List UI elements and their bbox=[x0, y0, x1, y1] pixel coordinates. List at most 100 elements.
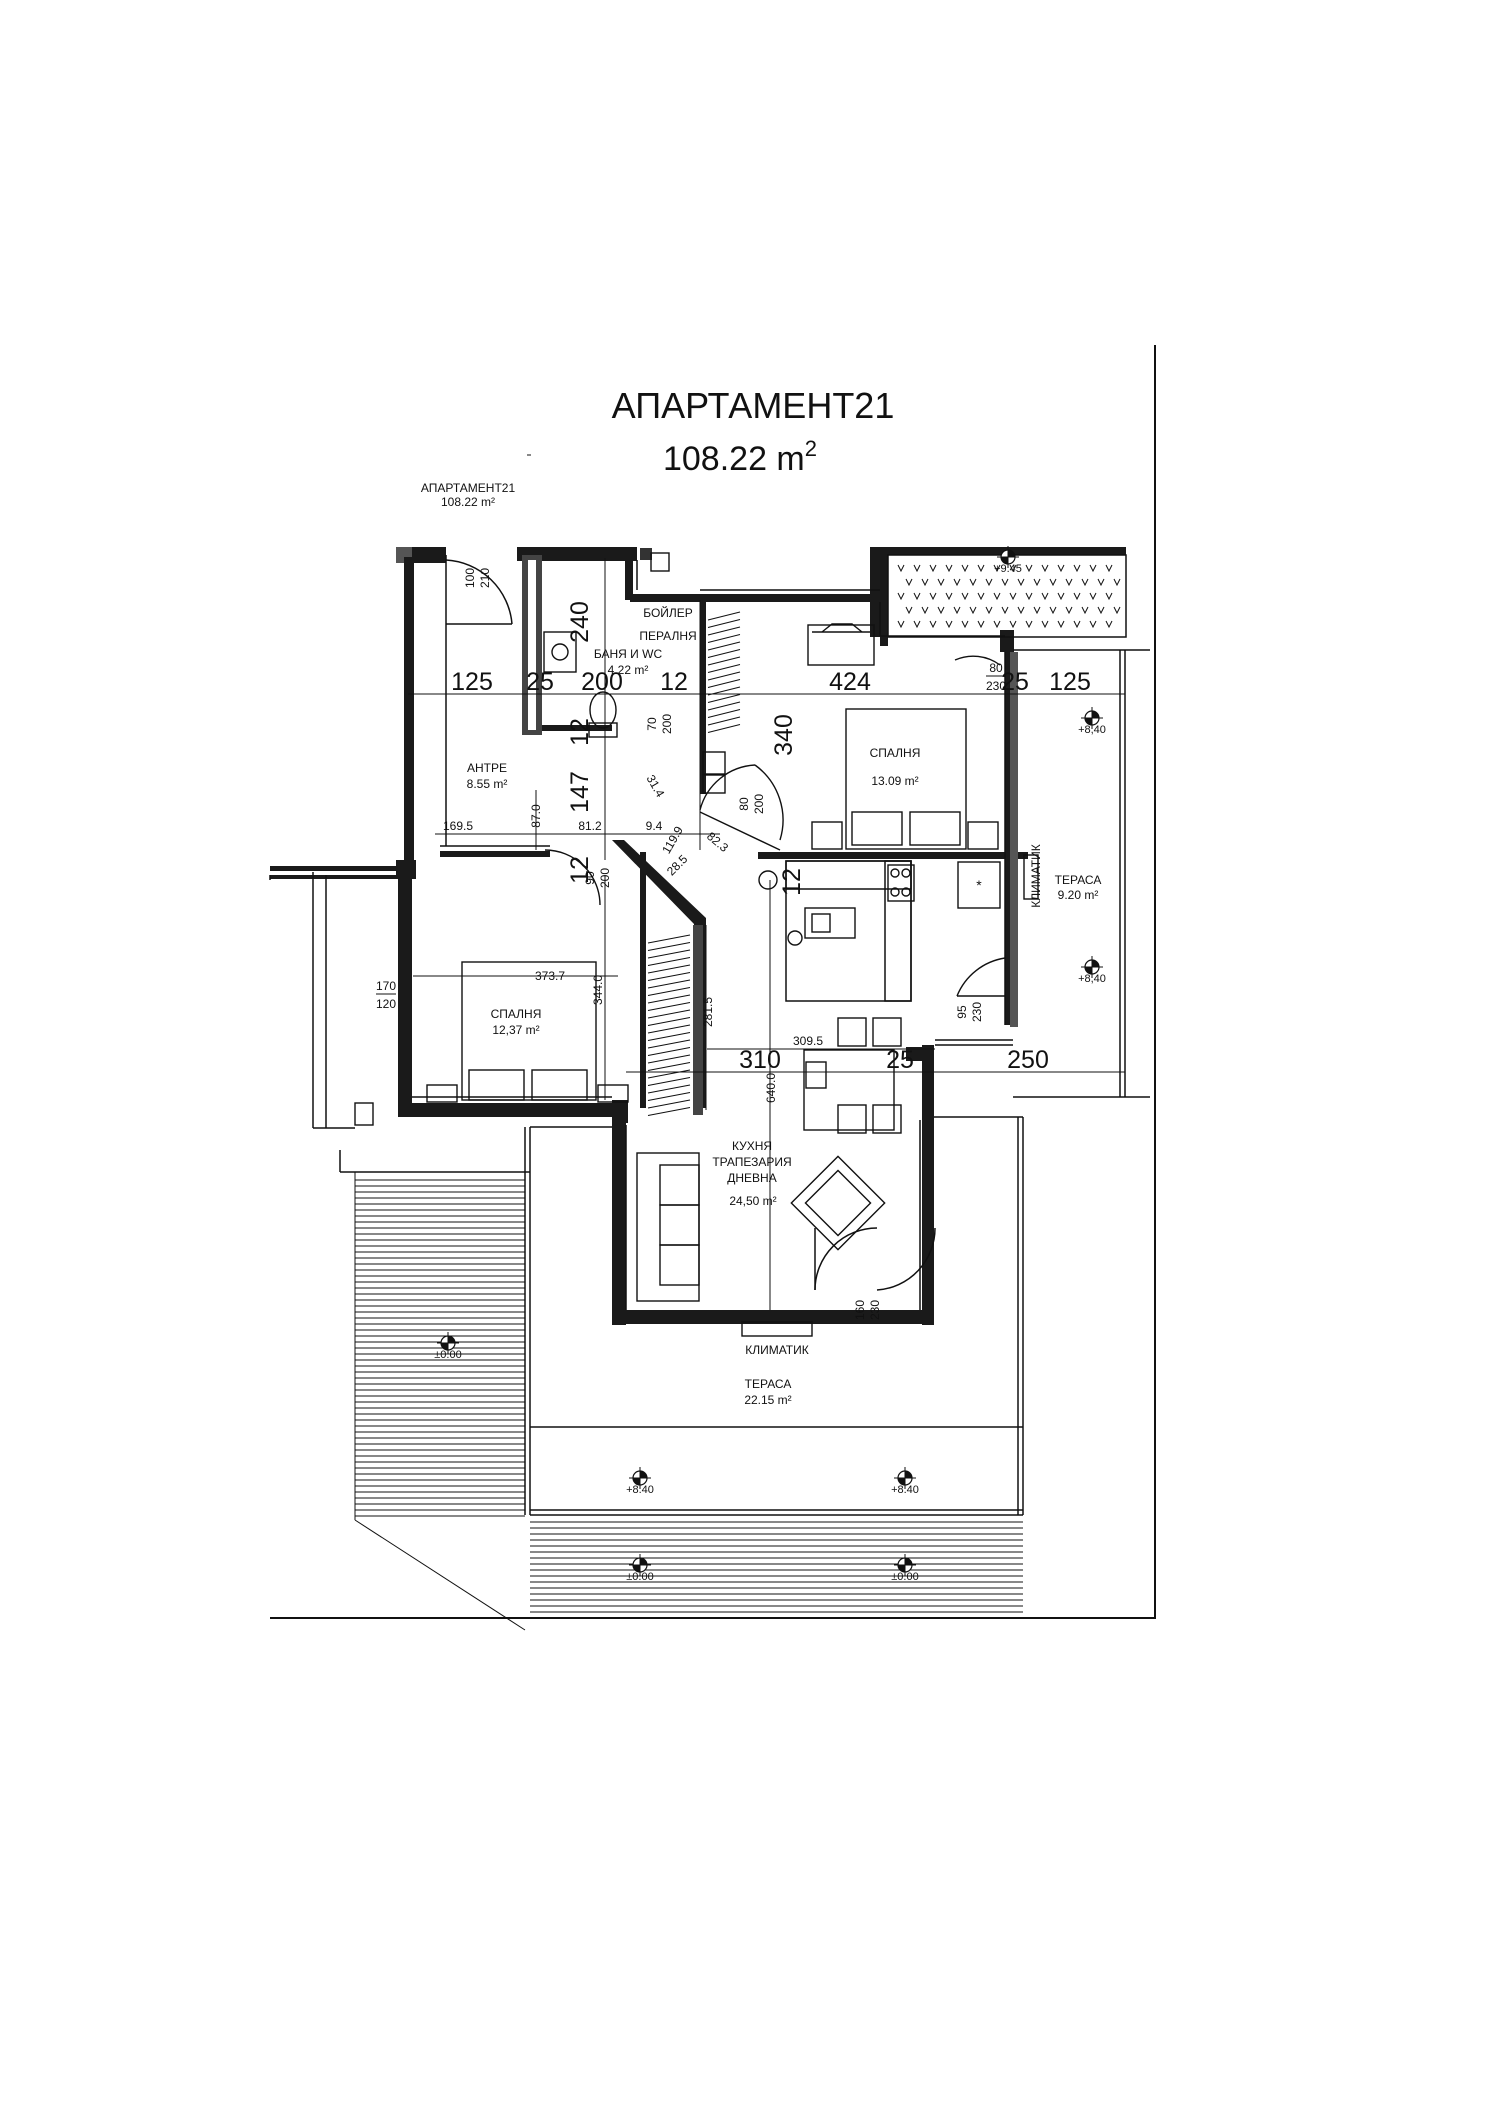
balcony-mark bbox=[897, 592, 905, 601]
balcony-mark bbox=[1033, 578, 1041, 587]
balcony-mark bbox=[937, 578, 945, 587]
room-hall-area: 8.55 m² bbox=[467, 777, 508, 791]
balcony-mark bbox=[953, 578, 961, 587]
opening-8-width: 160 bbox=[853, 1300, 867, 1320]
dim-147: 147 bbox=[566, 771, 594, 813]
desk bbox=[807, 623, 875, 666]
dim-250: 250 bbox=[1007, 1046, 1049, 1074]
balcony-mark bbox=[1009, 620, 1017, 629]
closet-hatch-line bbox=[647, 1009, 691, 1019]
balcony-mark bbox=[897, 620, 905, 629]
balcony-mark bbox=[985, 606, 993, 615]
room-terrace1-area: 9.20 m² bbox=[1058, 888, 1099, 902]
room-bedroom1-name: СПАЛНЯ bbox=[870, 746, 921, 760]
balcony-mark bbox=[1073, 620, 1081, 629]
closet-hatch-line bbox=[647, 1062, 691, 1071]
balcony-mark bbox=[913, 564, 921, 573]
dim-12-bath: 12 bbox=[566, 718, 594, 746]
ac-label-bottom: КЛИМАТИК bbox=[745, 1343, 809, 1357]
balcony-mark bbox=[961, 592, 969, 601]
balcony-mark bbox=[1041, 592, 1049, 601]
level-bottom-2: +8.40 bbox=[891, 1484, 919, 1496]
dining-set bbox=[803, 1017, 902, 1134]
balcony-mark bbox=[1097, 606, 1105, 615]
closet-hatch-line bbox=[647, 964, 691, 974]
opening-1-width: 100 bbox=[463, 568, 477, 588]
closet-hatch-line bbox=[647, 1107, 691, 1116]
balcony-mark bbox=[897, 564, 905, 573]
dim-81-2: 81.2 bbox=[578, 819, 602, 833]
balcony-mark bbox=[1025, 592, 1033, 601]
dim-119-9: 119.9 bbox=[659, 824, 686, 857]
dim-310: 310 bbox=[739, 1046, 781, 1074]
toilet bbox=[588, 691, 618, 738]
opening-6-width: 170 bbox=[376, 979, 396, 993]
room-living-area: 24,50 m² bbox=[729, 1194, 776, 1208]
balcony-mark bbox=[961, 564, 969, 573]
balcony-mark bbox=[1081, 606, 1089, 615]
closet-hatch-line bbox=[647, 994, 691, 1004]
balcony-mark bbox=[1009, 592, 1017, 601]
wardrobe-hatch-line bbox=[707, 716, 741, 726]
balcony-mark bbox=[969, 606, 977, 615]
kitchen-sink bbox=[804, 907, 856, 939]
wardrobe-hatch-line bbox=[707, 641, 741, 651]
level-bottom-1: +8.40 bbox=[626, 1484, 654, 1496]
opening-6-height: 120 bbox=[376, 997, 396, 1011]
balcony-mark bbox=[1001, 606, 1009, 615]
dim-640-0: 640.0 bbox=[764, 1073, 778, 1103]
level-bottom-4: ±0.00 bbox=[891, 1571, 918, 1583]
dim-344-0: 344.0 bbox=[591, 975, 605, 1005]
closet-hatch-line bbox=[647, 942, 691, 951]
opening-2-height: 200 bbox=[660, 714, 674, 734]
closet-hatch-line bbox=[647, 1039, 691, 1049]
level-bottom-3: ±0.00 bbox=[626, 1571, 653, 1583]
sofa bbox=[636, 1152, 700, 1302]
level-marker-fill bbox=[1085, 718, 1092, 725]
dim-25-right: 25 bbox=[1001, 668, 1029, 696]
balcony-mark bbox=[905, 578, 913, 587]
dim-12-kitchen: 12 bbox=[778, 868, 806, 896]
closet-hatch-line bbox=[647, 1054, 691, 1064]
wardrobe-hatch-line bbox=[707, 679, 741, 688]
balcony-mark bbox=[1001, 578, 1009, 587]
balcony-mark bbox=[1105, 564, 1113, 573]
level-marker-fill bbox=[633, 1565, 640, 1572]
balcony-mark bbox=[1073, 592, 1081, 601]
dim-25-living: 25 bbox=[886, 1046, 914, 1074]
balcony-mark bbox=[977, 564, 985, 573]
room-living-line1: КУХНЯ bbox=[732, 1139, 772, 1153]
opening-1-height: 210 bbox=[478, 568, 492, 588]
balcony-mark bbox=[1105, 620, 1113, 629]
balcony-mark bbox=[1049, 578, 1057, 587]
dim-340: 340 bbox=[770, 714, 798, 756]
level-left-ground: ±0.00 bbox=[434, 1349, 461, 1361]
balcony-mark bbox=[1017, 606, 1025, 615]
armchair bbox=[790, 1155, 886, 1251]
wardrobe-hatch-line bbox=[707, 709, 741, 718]
level-marker-fill bbox=[640, 1471, 647, 1478]
balcony-mark bbox=[1105, 592, 1113, 601]
level-marker-fill bbox=[1001, 557, 1008, 564]
dim-9-4: 9.4 bbox=[646, 819, 663, 833]
dim-281-5: 281.5 bbox=[701, 997, 715, 1027]
wardrobe-hatch-line bbox=[707, 634, 741, 643]
balcony-mark bbox=[1089, 564, 1097, 573]
closet-hatch-line bbox=[647, 949, 691, 959]
room-living-line3: ДНЕВНА bbox=[727, 1171, 776, 1185]
bed-2 bbox=[426, 961, 629, 1103]
closet-hatch-line bbox=[647, 979, 691, 989]
balcony-mark bbox=[1025, 564, 1033, 573]
balcony-mark bbox=[1057, 620, 1065, 629]
closet-hatch-line bbox=[647, 1084, 691, 1094]
room-terrace2-name: ТЕРАСА bbox=[745, 1377, 792, 1391]
fridge: * bbox=[957, 861, 1001, 909]
plan-total-area-unit-sup: 2 bbox=[805, 436, 817, 461]
dim-31-4: 31.4 bbox=[644, 772, 668, 800]
balcony-mark bbox=[953, 606, 961, 615]
balcony-mark bbox=[993, 620, 1001, 629]
cooktop bbox=[887, 864, 915, 902]
dim-309-5: 309.5 bbox=[793, 1034, 823, 1048]
level-marker-fill bbox=[441, 1343, 448, 1350]
small-apartment-label: АПАРТАМЕНТ21 bbox=[421, 481, 516, 495]
